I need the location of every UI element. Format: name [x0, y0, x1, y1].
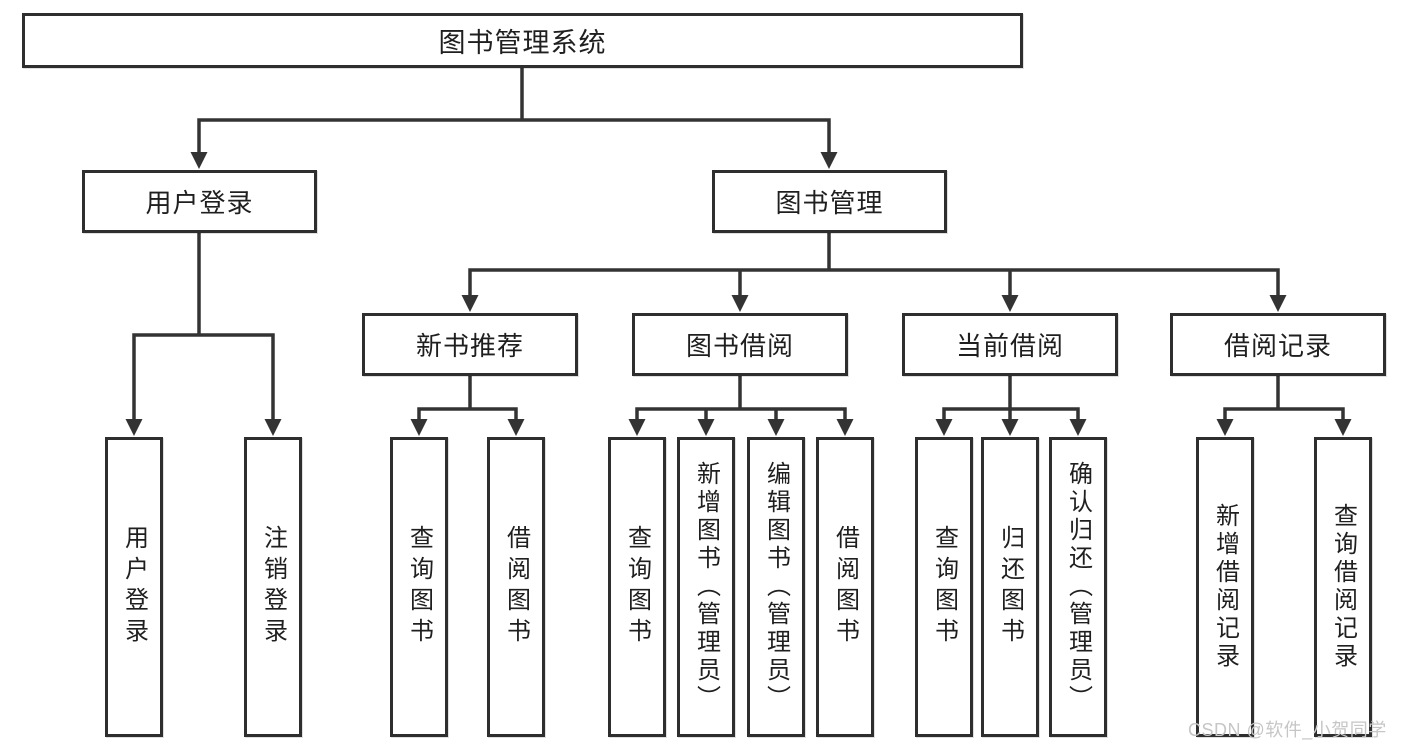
- connector-book-borrow-children: [635, 374, 847, 422]
- node-label: 注销登录: [259, 525, 287, 649]
- node-label: 查询借阅记录: [1329, 503, 1357, 671]
- connector-current-borrow-children: [942, 374, 1080, 422]
- node-label: 新书推荐: [415, 331, 524, 361]
- node-label: 编辑图书（管理员）: [762, 461, 790, 713]
- node-label: 新增图书（管理员）: [692, 461, 720, 713]
- arrow-icon: [697, 419, 715, 436]
- arrow-icon: [1001, 419, 1019, 436]
- node-leaf-query-books-borrow: 查询图书: [608, 437, 666, 737]
- arrow-icon: [125, 419, 143, 436]
- arrow-icon: [628, 419, 646, 436]
- node-label: 新增借阅记录: [1211, 503, 1239, 671]
- node-label: 用户登录: [145, 188, 254, 218]
- arrow-icon: [1269, 295, 1287, 312]
- node-leaf-query-books-recommend: 查询图书: [390, 437, 448, 737]
- node-borrowing-records: 借阅记录: [1170, 313, 1386, 376]
- node-leaf-return-books: 归还图书: [981, 437, 1039, 737]
- arrow-icon: [507, 419, 525, 436]
- connector-user-login-children: [132, 231, 275, 422]
- arrow-icon: [1216, 419, 1234, 436]
- connector-borrow-records-children: [1223, 374, 1345, 422]
- node-new-book-recommend: 新书推荐: [362, 313, 578, 376]
- arrow-icon: [767, 419, 785, 436]
- node-label: 借阅图书: [831, 525, 859, 649]
- arrow-icon: [935, 419, 953, 436]
- node-library-system: 图书管理系统: [22, 13, 1023, 68]
- connector-book-mgmt-children: [468, 231, 1280, 297]
- arrow-icon: [820, 152, 838, 169]
- node-label: 查询图书: [623, 525, 651, 649]
- node-leaf-edit-books-admin: 编辑图书（管理员）: [747, 437, 805, 737]
- node-label: 图书管理: [775, 188, 884, 218]
- arrow-icon: [1001, 295, 1019, 312]
- node-label: 借阅记录: [1223, 331, 1332, 361]
- node-leaf-borrow-books-recommend: 借阅图书: [487, 437, 545, 737]
- node-leaf-confirm-return-admin: 确认归还（管理员）: [1049, 437, 1107, 737]
- node-book-management: 图书管理: [712, 170, 947, 233]
- arrow-icon: [1069, 419, 1087, 436]
- node-label: 归还图书: [996, 525, 1024, 649]
- arrow-icon: [836, 419, 854, 436]
- arrow-icon: [1334, 419, 1352, 436]
- node-leaf-logout: 注销登录: [244, 437, 302, 737]
- node-label: 确认归还（管理员）: [1064, 461, 1092, 713]
- node-current-borrowing: 当前借阅: [902, 313, 1118, 376]
- node-label: 图书借阅: [685, 331, 794, 361]
- node-label: 查询图书: [930, 525, 958, 649]
- node-leaf-query-borrow-record: 查询借阅记录: [1314, 437, 1372, 737]
- arrow-icon: [410, 419, 428, 436]
- node-leaf-add-books-admin: 新增图书（管理员）: [677, 437, 735, 737]
- node-label: 借阅图书: [502, 525, 530, 649]
- node-user-login: 用户登录: [82, 170, 317, 233]
- node-leaf-query-books-current: 查询图书: [915, 437, 973, 737]
- connector-root-to-level2: [197, 66, 831, 154]
- node-label: 图书管理系统: [438, 28, 607, 58]
- node-leaf-user-login: 用户登录: [105, 437, 163, 737]
- node-book-borrowing: 图书借阅: [632, 313, 848, 376]
- arrow-icon: [461, 295, 479, 312]
- node-label: 用户登录: [120, 525, 148, 649]
- node-label: 当前借阅: [955, 331, 1064, 361]
- arrow-icon: [264, 419, 282, 436]
- node-leaf-add-borrow-record: 新增借阅记录: [1196, 437, 1254, 737]
- node-leaf-borrow-books: 借阅图书: [816, 437, 874, 737]
- arrow-icon: [190, 152, 208, 169]
- connector-new-book-children: [417, 374, 518, 422]
- arrowheads: [125, 152, 1352, 436]
- node-label: 查询图书: [405, 525, 433, 649]
- arrow-icon: [731, 295, 749, 312]
